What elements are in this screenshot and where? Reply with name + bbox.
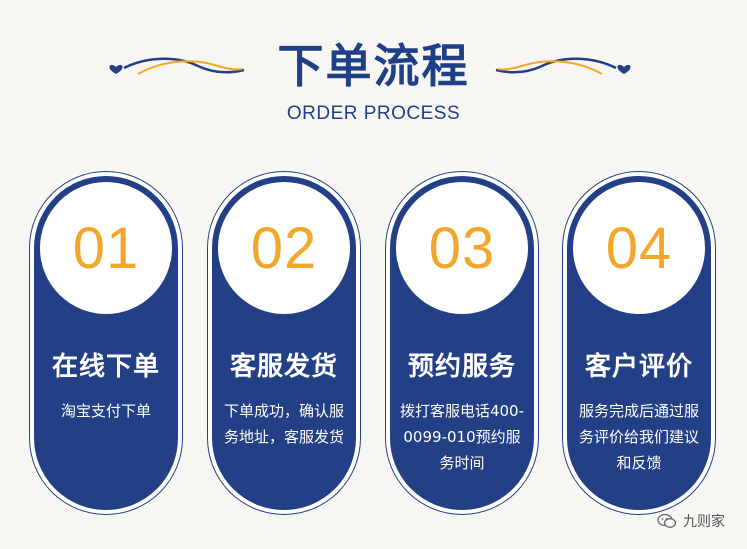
- step-number-circle: 04: [573, 182, 705, 314]
- step-number-circle: 01: [40, 182, 172, 314]
- step-number: 01: [72, 215, 140, 281]
- step-number-circle: 03: [396, 182, 528, 314]
- page-subtitle: ORDER PROCESS: [286, 103, 461, 124]
- step-card-4: 04 客户评价 服务完成后通过服务评价给我们建议和反馈: [563, 172, 715, 514]
- step-card-3: 03 预约服务 拨打客服电话400-0099-010预约服务时间: [386, 172, 538, 514]
- watermark: 九则家: [657, 511, 725, 531]
- ornament-heart-swirl-left: [109, 57, 245, 75]
- step-card-1: 01 在线下单 淘宝支付下单: [30, 172, 182, 514]
- step-description: 拨打客服电话400-0099-010预约服务时间: [399, 402, 525, 472]
- step-number: 03: [428, 215, 496, 281]
- step-title: 客户评价: [584, 352, 693, 382]
- header: 下单流程 ORDER PROCESS: [0, 0, 747, 140]
- step-title: 预约服务: [407, 352, 516, 382]
- step-number: 02: [250, 215, 318, 281]
- step-number: 04: [605, 215, 673, 281]
- step-card-2: 02 客服发货 下单成功，确认服务地址，客服发货: [208, 172, 360, 514]
- step-description: 服务完成后通过服务评价给我们建议和反馈: [578, 402, 699, 472]
- step-title: 在线下单: [51, 352, 160, 382]
- step-title: 客服发货: [229, 352, 338, 382]
- watermark-text: 九则家: [683, 514, 725, 530]
- step-number-circle: 02: [218, 182, 350, 314]
- page-title: 下单流程: [277, 39, 470, 93]
- step-description: 下单成功，确认服务地址，客服发货: [223, 402, 344, 446]
- wechat-icon: [657, 513, 677, 528]
- step-description: 淘宝支付下单: [60, 402, 151, 420]
- ornament-heart-swirl-right: [495, 57, 631, 75]
